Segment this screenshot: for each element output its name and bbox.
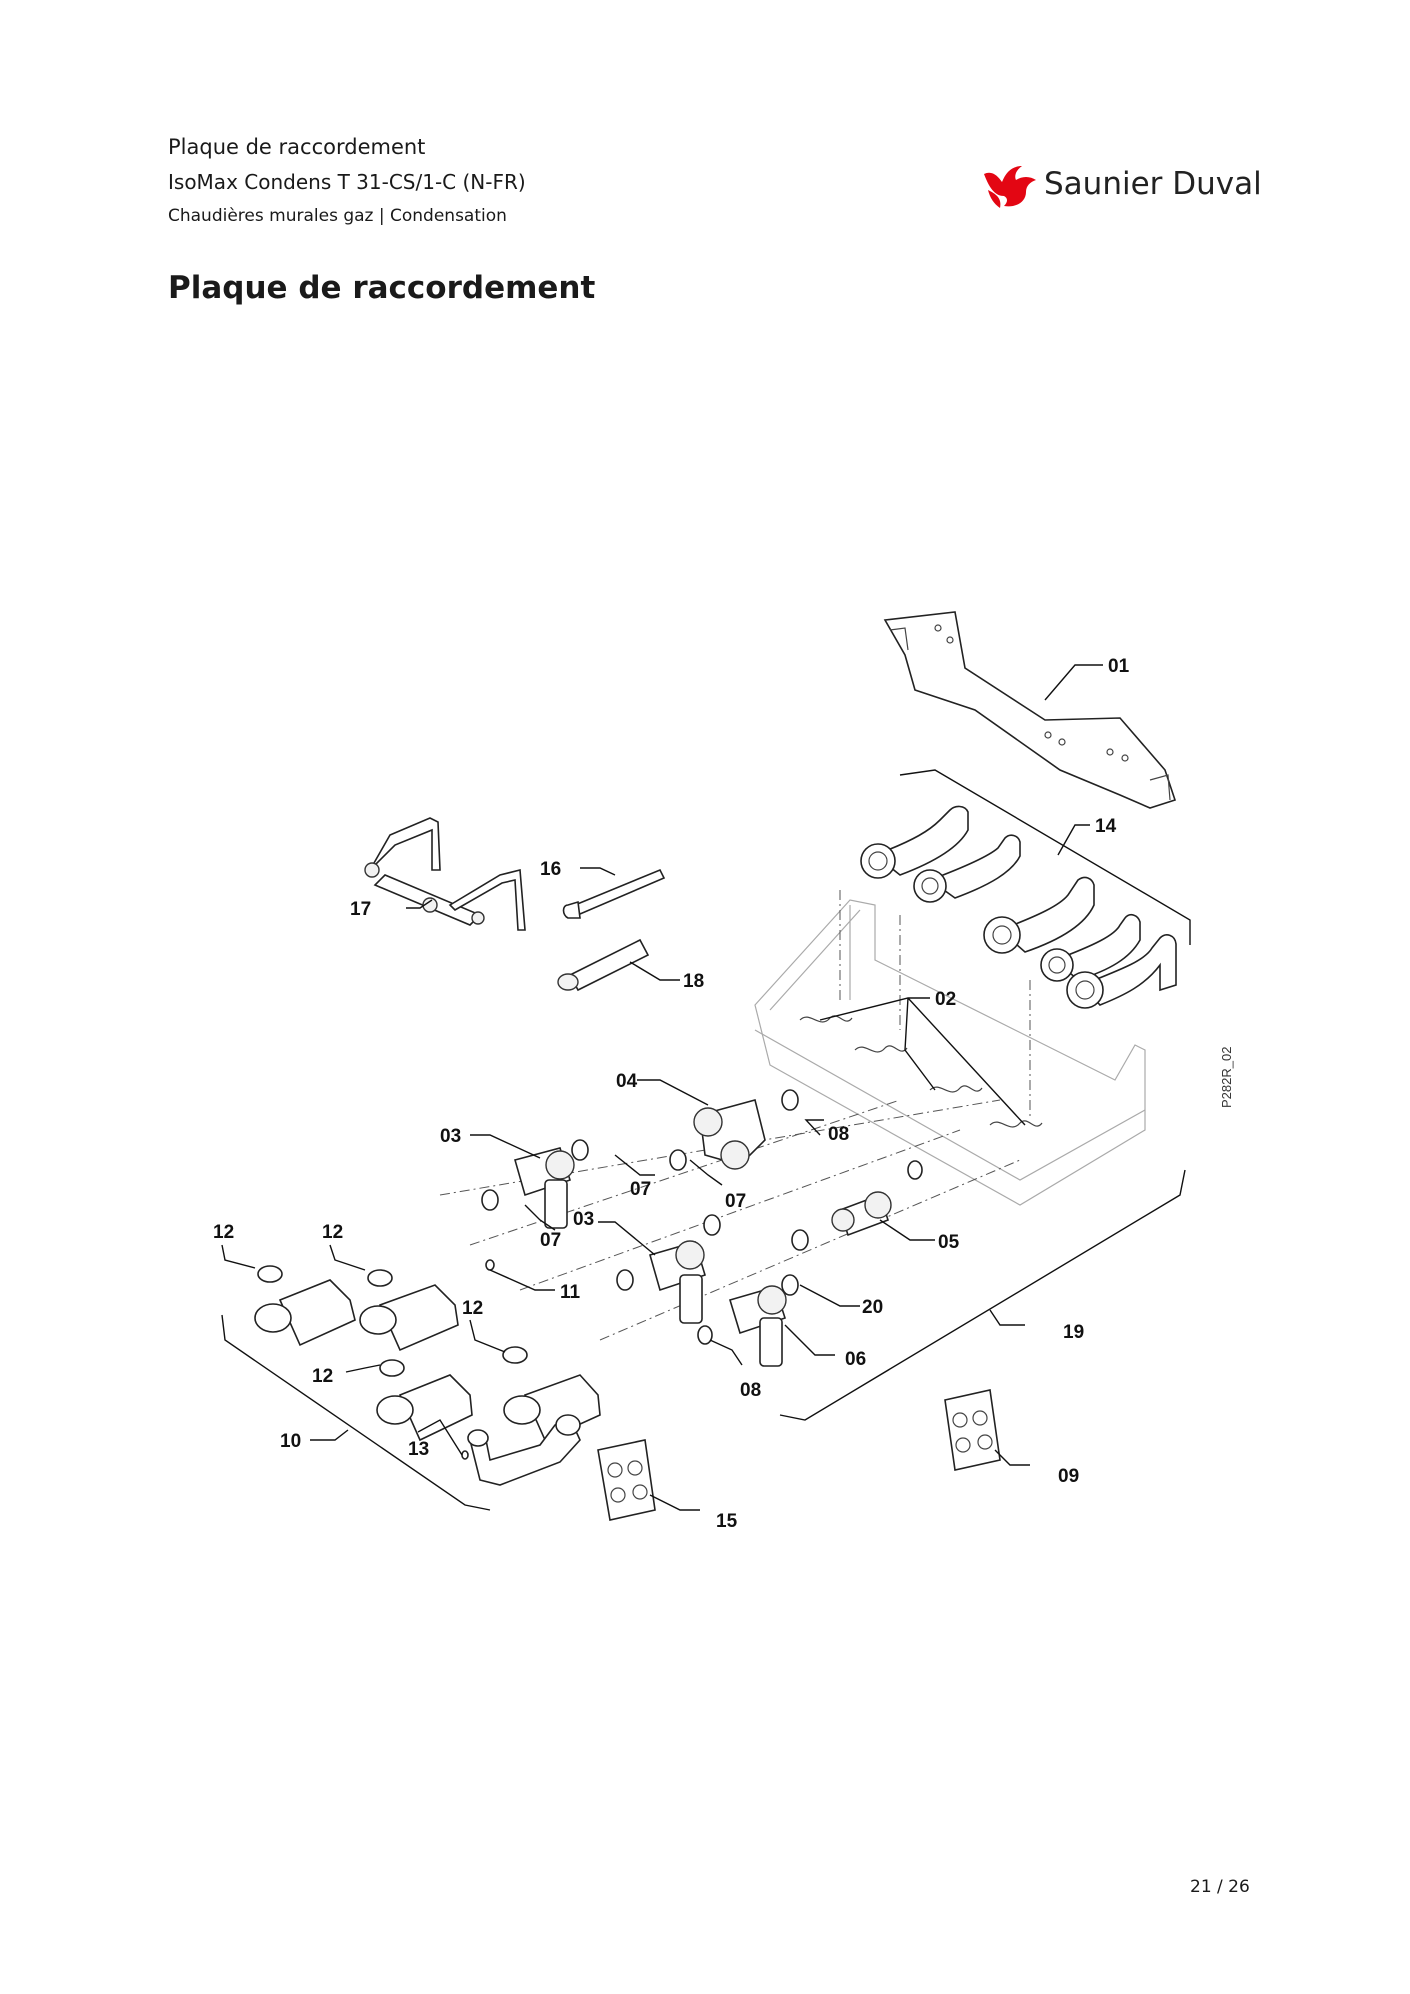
label-11: 11 — [560, 1282, 581, 1303]
label-03-b: 03 — [573, 1209, 594, 1230]
group-brackets — [221, 769, 1191, 1511]
label-17: 17 — [350, 899, 371, 920]
label-12-d: 12 — [312, 1366, 333, 1387]
label-15: 15 — [716, 1511, 738, 1532]
part-18-flexible-hose — [557, 938, 650, 992]
part-12-rings — [257, 1265, 528, 1377]
part-03-tap-a — [514, 1147, 575, 1229]
part-03-tap-b — [649, 1240, 706, 1324]
part-04-valve — [693, 1099, 766, 1170]
part-01-wall-bracket — [883, 611, 1177, 809]
label-12-c: 12 — [462, 1298, 483, 1319]
leader-lines — [221, 664, 1103, 1511]
label-05: 05 — [938, 1232, 960, 1253]
label-18: 18 — [683, 971, 704, 992]
label-10: 10 — [280, 1431, 301, 1452]
part-09-bag — [944, 1389, 1001, 1471]
bird-logo-icon — [984, 166, 1036, 208]
part-13-pipe — [461, 1414, 581, 1486]
part-17-pipe-assembly — [364, 817, 526, 931]
part-10-elbows — [254, 1279, 601, 1442]
label-08-b: 08 — [740, 1380, 761, 1401]
label-07-b: 07 — [725, 1191, 746, 1212]
brand-logo: Saunier Duval — [982, 160, 1262, 212]
part-number-labels: 01 14 16 17 18 02 04 03 08 07 07 03 07 0… — [213, 656, 1130, 1532]
diagram-reference: P282R_02 — [1219, 1047, 1234, 1108]
brand-name: Saunier Duval — [1044, 166, 1262, 202]
label-13: 13 — [408, 1439, 429, 1460]
label-20: 20 — [862, 1297, 883, 1318]
label-14: 14 — [1095, 816, 1117, 837]
part-14-connection-tubes — [860, 805, 1177, 1009]
part-16-flexible-hose — [562, 868, 666, 919]
label-02: 02 — [935, 989, 956, 1010]
label-01: 01 — [1108, 656, 1130, 677]
mounting-plate — [754, 899, 1146, 1206]
label-04: 04 — [616, 1071, 638, 1092]
label-07-a: 07 — [630, 1179, 651, 1200]
label-09: 09 — [1058, 1466, 1079, 1487]
page-number: 21 / 26 — [1190, 1877, 1250, 1897]
part-06-tap — [728, 1285, 787, 1367]
label-19: 19 — [1063, 1322, 1084, 1343]
part-05-fitting — [831, 1191, 892, 1237]
header-product-range: Chaudières murales gaz | Condensation — [168, 206, 507, 226]
header-product-name: IsoMax Condens T 31-CS/1-C (N-FR) — [168, 170, 526, 194]
label-12-b: 12 — [322, 1222, 343, 1243]
label-07-c: 07 — [540, 1230, 561, 1251]
label-16: 16 — [540, 859, 561, 880]
header-doc-category: Plaque de raccordement — [168, 135, 426, 159]
label-08-a: 08 — [828, 1124, 849, 1145]
seals-07-08-20 — [481, 1089, 923, 1345]
label-12-a: 12 — [213, 1222, 234, 1243]
label-06: 06 — [845, 1349, 866, 1370]
page-title: Plaque de raccordement — [168, 270, 596, 306]
part-15-bag — [597, 1439, 656, 1521]
label-03-a: 03 — [440, 1126, 461, 1147]
